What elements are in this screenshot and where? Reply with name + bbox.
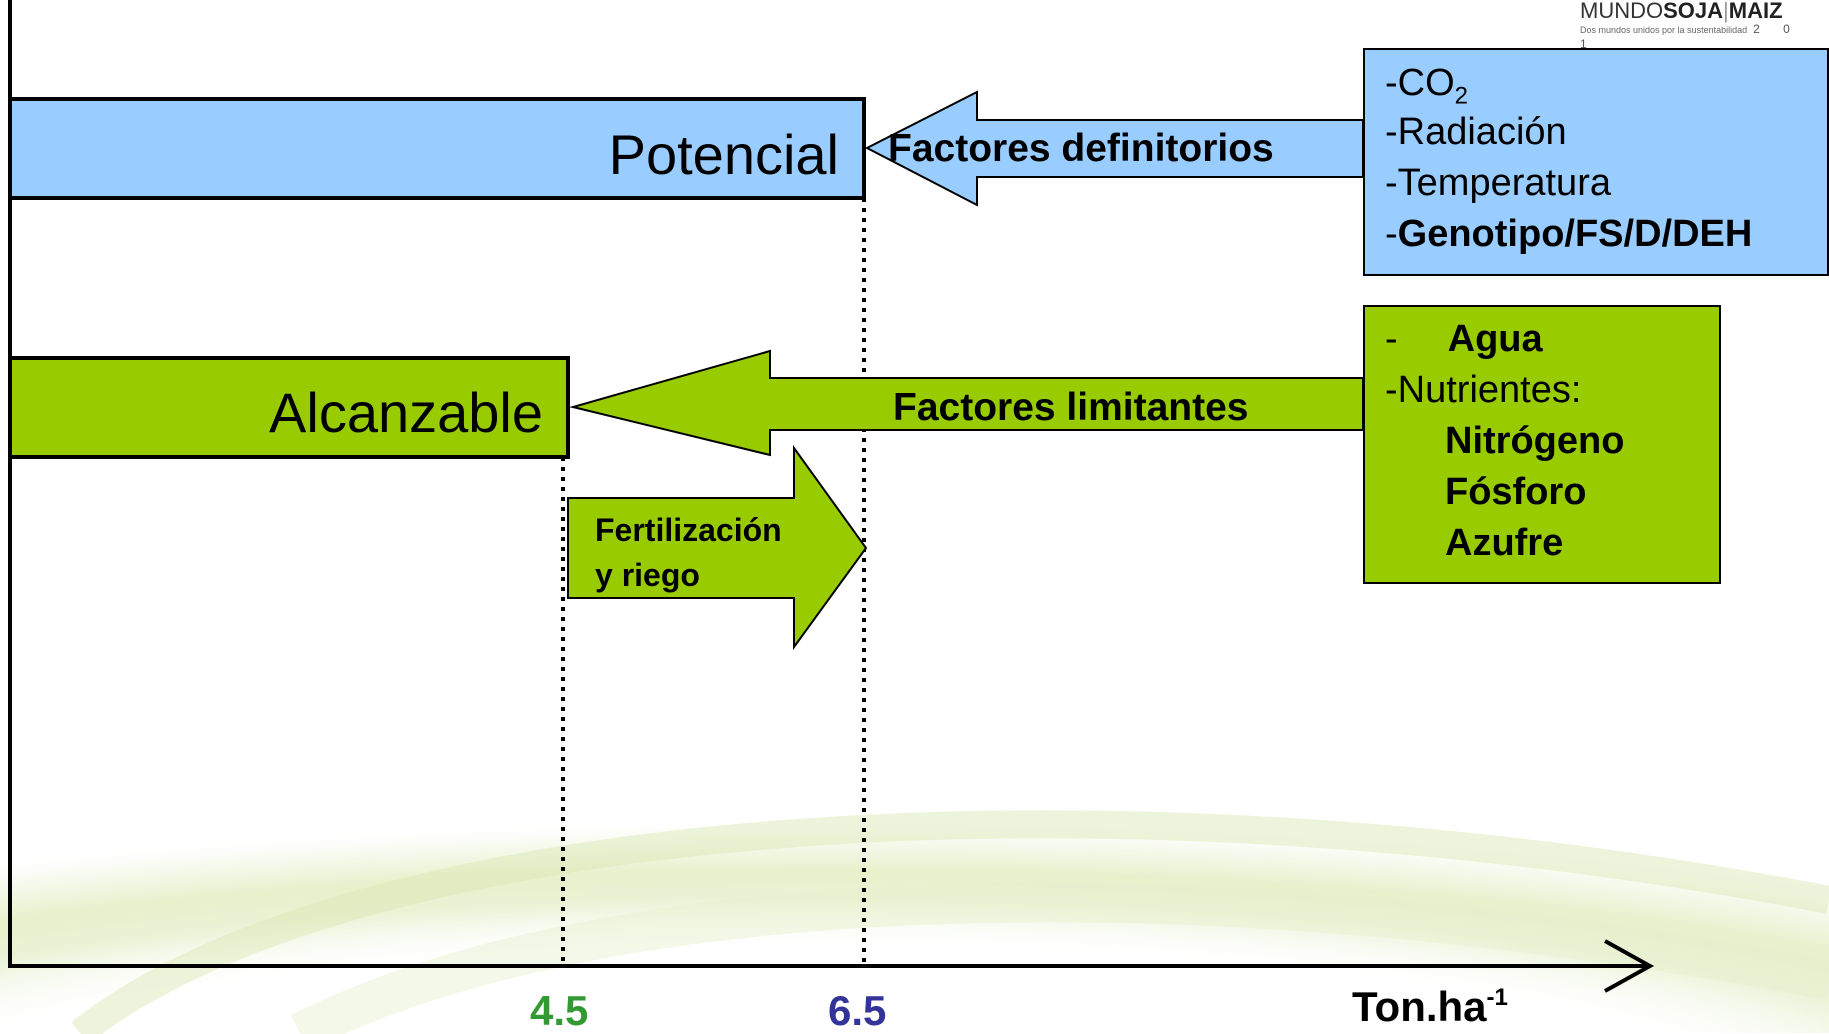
fertilizacion-arrow [567,444,868,651]
definitorios-item-radiacion: -Radiación [1385,111,1567,153]
logo-part-soja: SOJA [1663,0,1724,23]
limitantes-arrow [569,349,1364,457]
logo-divider: | [1723,0,1729,23]
potencial-label: Potencial [608,123,839,186]
definitorios-item-co2: -CO2 [1385,58,1827,109]
co2-text: -CO [1385,62,1455,104]
x-axis-arrowhead [1604,939,1655,993]
x-tick-4-5: 4.5 [530,987,589,1034]
logo-tagline-row: Dos mundos unidos por la sustentabilidad… [1580,22,1829,52]
genotipo-text: Genotipo/FS/D/DEH [1397,213,1753,255]
alcanzable-bar [8,356,570,459]
mundosoja-maiz-logo: MUNDOSOJA|MAIZ Dos mundos unidos por la … [1580,0,1829,51]
x-axis-unit-base: Ton.ha [1352,983,1487,1030]
limitantes-item-fosforo: Fósforo [1445,471,1587,513]
background-swirl-stroke [71,810,1829,1034]
limitantes-item-azufre: Azufre [1445,522,1564,564]
fertilizacion-label-line1: Fertilización [595,512,782,548]
x-tick-6-5: 6.5 [828,987,887,1034]
background-swirl-stroke-2 [290,882,1829,1034]
definitorios-arrow [864,90,1364,207]
genotipo-dash: - [1385,213,1398,255]
logo-wordmark: MUNDOSOJA|MAIZ [1580,0,1829,22]
agua-text: Agua [1447,318,1543,360]
logo-tagline: Dos mundos unidos por la sustentabilidad [1580,25,1748,35]
limitantes-arrow-label: Factores limitantes [893,386,1249,429]
alcanzable-label: Alcanzable [269,381,543,444]
limitantes-item-agua: - Agua [1385,314,1719,365]
definitorios-arrow-label: Factores definitorios [888,127,1274,170]
co2-subscript: 2 [1454,82,1469,110]
logo-year: 2 0 1 [1580,22,1800,51]
limitantes-item-nitrogeno: Nitrógeno [1445,420,1625,462]
background-swirl [0,700,1829,1033]
fertilizacion-label-line2: y riego [595,557,700,593]
limitantes-box: - Agua -Nutrientes: Nitrógeno Fósforo Azu… [1363,305,1721,584]
definitorios-item-genotipo: -Genotipo/FS/D/DEH [1385,209,1827,260]
x-axis-unit: Ton.ha-1 [1352,986,1508,1028]
potencial-bar [8,97,866,200]
definitorios-box: -CO2 -Radiación -Temperatura -Genotipo/F… [1363,48,1829,276]
x-axis-unit-exponent: -1 [1486,984,1508,1011]
limitantes-item-nutrientes: -Nutrientes: [1385,369,1582,411]
agua-dash: - [1385,318,1398,360]
logo-part-maiz: MAIZ [1728,0,1783,23]
definitorios-item-temperatura: -Temperatura [1385,162,1611,204]
logo-part-mundo: MUNDO [1580,0,1664,23]
